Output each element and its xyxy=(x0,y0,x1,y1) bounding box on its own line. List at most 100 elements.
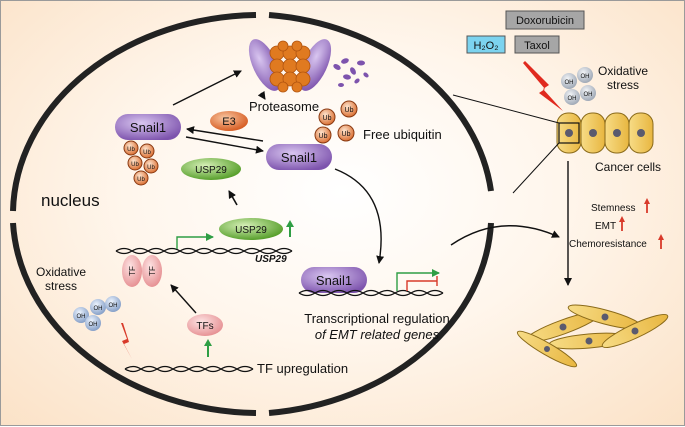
oh-radical: OH xyxy=(73,307,89,323)
emt-genes-dna xyxy=(298,289,444,297)
nucleus-label: nucleus xyxy=(41,191,100,210)
usp29-promoter-arrow xyxy=(176,233,214,249)
svg-text:H₂O₂: H₂O₂ xyxy=(473,40,498,52)
doxorubicin-box: Doxorubicin xyxy=(505,10,585,30)
svg-text:TF: TF xyxy=(128,266,137,276)
svg-text:OH: OH xyxy=(565,80,574,86)
ub-bead: Ub xyxy=(139,143,155,159)
hydroxyl-radicals-left: OH OH OH OH xyxy=(73,296,121,331)
ub-bead: Ub xyxy=(340,100,358,118)
zoom-line-top xyxy=(452,94,560,124)
chemoresistance-up-arrow xyxy=(658,234,664,249)
svg-text:Ub: Ub xyxy=(137,177,145,183)
svg-text:USP29: USP29 xyxy=(235,225,267,236)
cancer-cell xyxy=(580,112,606,154)
stemness-label: Stemness xyxy=(591,203,635,214)
usp29-dna xyxy=(115,247,293,255)
snail1-bound: Snail1 xyxy=(301,267,367,293)
svg-text:Ub: Ub xyxy=(143,150,151,156)
usp29-transcript: USP29 xyxy=(219,218,283,240)
svg-text:Snail1: Snail1 xyxy=(130,120,166,135)
svg-text:OH: OH xyxy=(89,322,98,328)
spindle-cell xyxy=(516,330,578,368)
arrow-to-proteasome xyxy=(172,70,242,106)
arrow-snail1-to-dna xyxy=(334,168,385,264)
zoom-box xyxy=(558,122,580,144)
ub-bead: Ub xyxy=(143,158,159,174)
proteasome-complex xyxy=(248,39,332,93)
ub-bead: Ub xyxy=(314,126,332,144)
svg-text:OH: OH xyxy=(568,96,577,102)
ub-bead: Ub xyxy=(123,140,139,156)
oh-radical: OH xyxy=(85,315,101,331)
cancer-cell xyxy=(628,112,654,154)
transcriptional-label-line2: of EMT related genes xyxy=(315,327,440,342)
chemoresistance-label: Chemoresistance xyxy=(569,239,647,250)
svg-text:Snail1: Snail1 xyxy=(316,273,352,288)
h2o2-box: H₂O₂ xyxy=(466,35,506,54)
free-ubiquitin: Ub Ub Ub Ub xyxy=(314,100,358,144)
cancer-cells xyxy=(556,112,654,154)
e3-ligase: E3 xyxy=(210,111,248,131)
nucleus-membrane xyxy=(10,12,494,416)
snail1-ubiquitinated: Snail1 xyxy=(115,114,181,140)
svg-text:OH: OH xyxy=(581,74,590,80)
ub-bead: Ub xyxy=(318,108,336,126)
oxidative-stress-right-line1: Oxidative xyxy=(598,64,648,78)
oxidative-stress-right-line2: stress xyxy=(607,78,639,92)
cancer-cell xyxy=(556,112,582,154)
taxol-box: Taxol xyxy=(514,35,560,54)
lightning-left xyxy=(121,323,132,359)
svg-text:E3: E3 xyxy=(222,116,235,128)
ub-bead: Ub xyxy=(127,155,143,171)
arrow-to-snail1-free xyxy=(185,136,264,154)
hydroxyl-radicals-right: OH OH OH OH xyxy=(561,67,596,105)
svg-text:OH: OH xyxy=(584,92,593,98)
svg-text:Ub: Ub xyxy=(319,133,328,140)
zoom-line-bottom xyxy=(512,142,560,194)
emt-repression-line xyxy=(406,276,438,291)
lightning-right xyxy=(523,61,563,111)
svg-text:Doxorubicin: Doxorubicin xyxy=(516,15,574,27)
cancer-cells-label: Cancer cells xyxy=(595,160,661,174)
svg-text:OH: OH xyxy=(77,314,86,320)
mesenchymal-cells xyxy=(516,304,669,368)
svg-text:USP29: USP29 xyxy=(195,165,227,176)
tfs-up-arrow xyxy=(204,339,212,357)
emt-activation-arrow xyxy=(396,269,440,291)
svg-text:Snail1: Snail1 xyxy=(281,150,317,165)
oh-radical: OH xyxy=(561,73,577,89)
oh-radical: OH xyxy=(564,89,580,105)
oh-radical: OH xyxy=(577,67,593,83)
oh-radical: OH xyxy=(580,85,596,101)
tf-protein-right: TF xyxy=(142,255,162,287)
svg-text:OH: OH xyxy=(109,303,118,309)
oh-radical: OH xyxy=(105,296,121,312)
oxidative-stress-left-line2: stress xyxy=(45,279,77,293)
svg-text:Taxol: Taxol xyxy=(524,40,550,52)
arrow-to-mesenchymal xyxy=(450,225,560,246)
svg-text:Ub: Ub xyxy=(131,162,139,168)
svg-text:Ub: Ub xyxy=(345,107,354,114)
arrow-e3-down xyxy=(257,90,266,100)
svg-text:OH: OH xyxy=(94,306,103,312)
svg-text:Ub: Ub xyxy=(342,131,351,138)
free-ubiquitin-label: Free ubiquitin xyxy=(363,127,442,142)
usp29-gene-label: USP29 xyxy=(255,254,287,265)
arrow-usp29-up xyxy=(228,190,238,206)
tfs-protein: TFs xyxy=(187,314,223,336)
snail1-free: Snail1 xyxy=(266,144,332,170)
tf-gene-dna xyxy=(124,365,254,373)
oh-radical: OH xyxy=(90,299,106,315)
arrow-to-snail1-ub xyxy=(186,126,264,142)
degraded-fragments xyxy=(333,58,369,87)
arrow-tfs-to-tf xyxy=(170,284,197,314)
ub-chain: Ub Ub Ub Ub Ub xyxy=(123,140,159,186)
cancer-cell xyxy=(604,112,630,154)
svg-text:Ub: Ub xyxy=(323,115,332,122)
tf-upregulation-label: TF upregulation xyxy=(257,361,348,376)
usp29-up-arrow xyxy=(286,220,294,237)
svg-text:Ub: Ub xyxy=(127,147,135,153)
oxidative-stress-left-line1: Oxidative xyxy=(36,265,86,279)
